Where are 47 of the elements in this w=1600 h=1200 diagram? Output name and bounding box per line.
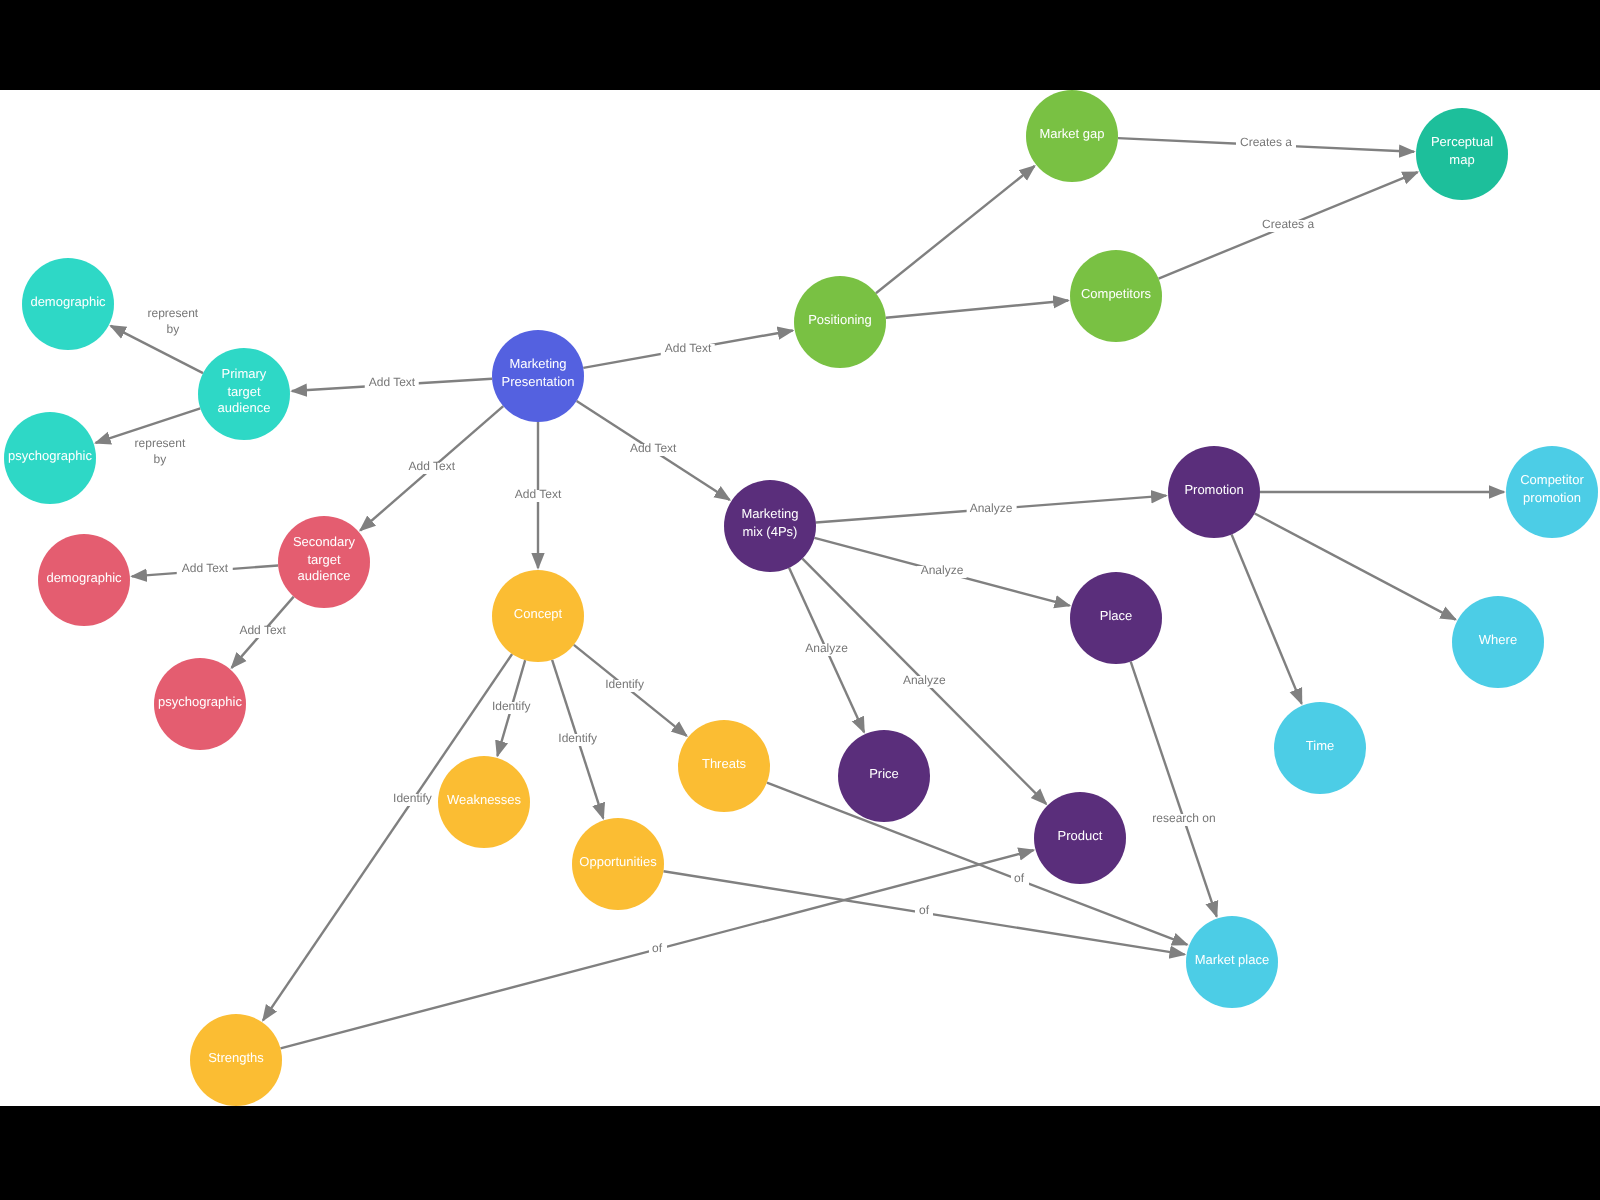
circle-node (1070, 572, 1162, 664)
arrow (1158, 171, 1420, 280)
arrow (663, 870, 1187, 959)
arrow (801, 557, 1048, 806)
arrow (788, 567, 866, 734)
circle-node (154, 658, 246, 750)
circle-node (1070, 250, 1162, 342)
circle-node (1026, 90, 1118, 182)
circle-node (572, 818, 664, 910)
circle-node (492, 570, 584, 662)
arrow (230, 595, 295, 670)
arrow (358, 405, 505, 532)
arrow (262, 653, 514, 1022)
circle-node (22, 258, 114, 350)
circle-node (794, 276, 886, 368)
arrow (766, 781, 1189, 946)
circle-node (1034, 792, 1126, 884)
circle-node (38, 534, 130, 626)
circle-node (1168, 446, 1260, 538)
circle-node (838, 730, 930, 822)
arrow (550, 659, 605, 820)
arrow (109, 324, 204, 375)
arrow (1129, 661, 1219, 919)
circle-node (1186, 916, 1278, 1008)
circle-node (190, 1014, 282, 1106)
arrow (573, 643, 688, 737)
arrow (875, 164, 1036, 295)
circle-node (438, 756, 530, 848)
circle-node (4, 412, 96, 504)
arrow (94, 407, 201, 445)
circle-node (198, 348, 290, 440)
arrow (1254, 512, 1458, 621)
arrow (1260, 485, 1506, 499)
arrow (1230, 534, 1303, 706)
circle-node (1274, 702, 1366, 794)
circle-node (1506, 446, 1598, 538)
arrow (495, 659, 527, 758)
arrow (280, 847, 1036, 1050)
circle-node (724, 480, 816, 572)
circle-node (1416, 108, 1508, 200)
arrow (575, 399, 732, 501)
circle-node (678, 720, 770, 812)
circle-node (278, 516, 370, 608)
circle-node (492, 330, 584, 422)
arrow (885, 295, 1070, 319)
arrow (531, 422, 545, 570)
circle-node (1452, 596, 1544, 688)
